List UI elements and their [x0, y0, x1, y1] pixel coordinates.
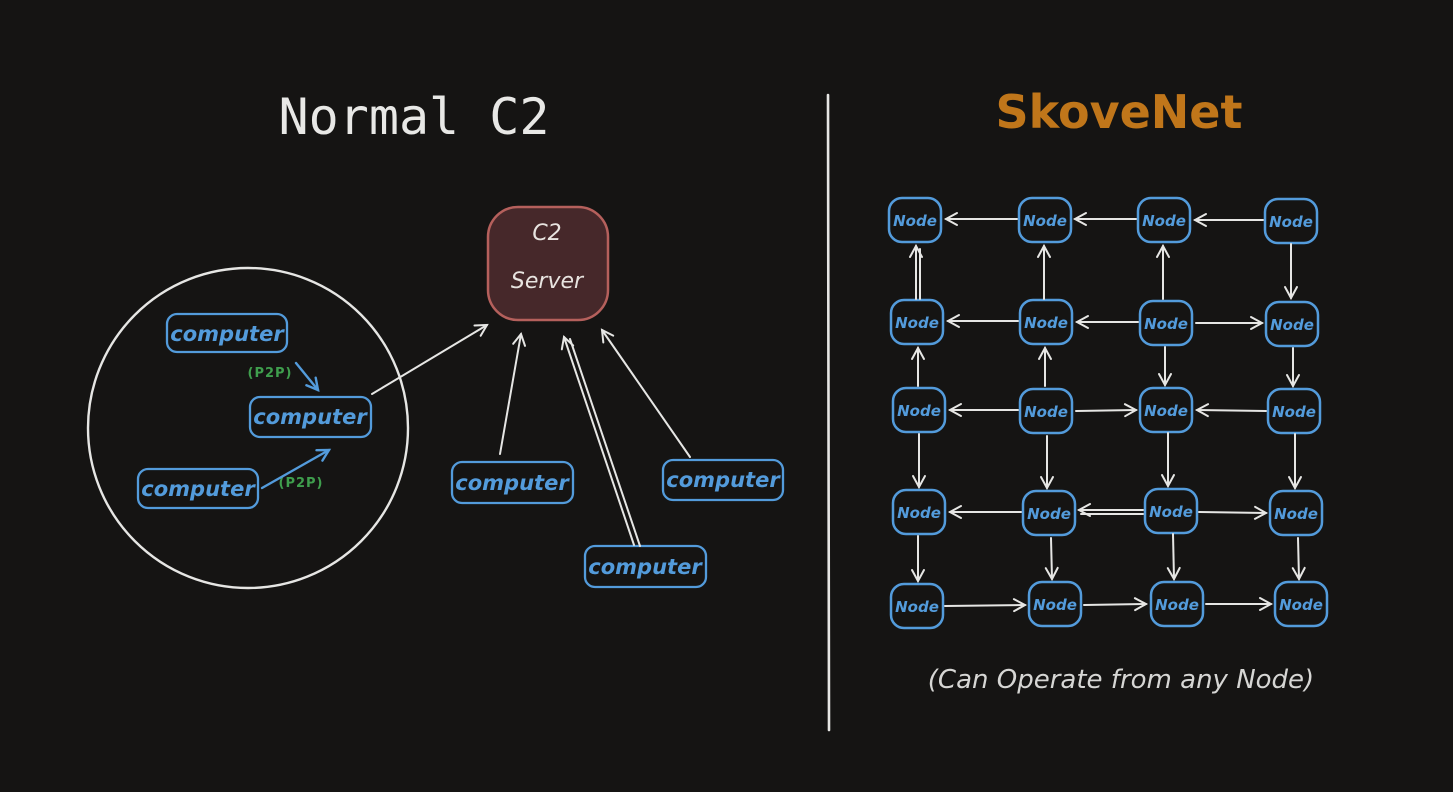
computer-box-circle-bottom: computer: [136, 467, 260, 510]
arrow-computer-bottom-to-c2: [560, 335, 635, 546]
node-box-r2c2: Node: [1018, 298, 1074, 346]
arrow-r3-c4-to-c3: [1194, 403, 1267, 418]
arrow-c4-r4-to-r5: [1291, 537, 1306, 582]
right-title: SkoveNet: [996, 85, 1243, 139]
computer-box-circle-top: computer: [165, 312, 289, 354]
arrow-r5-c1-to-c2: [944, 598, 1028, 613]
node-label: Node: [895, 314, 939, 332]
node-label: Node: [1027, 505, 1071, 523]
p2p-label-top: (P2P): [248, 366, 293, 381]
mesh-caption: (Can Operate from any Node): [928, 665, 1314, 695]
node-label: Node: [1272, 403, 1316, 421]
node-box-r3c1: Node: [891, 386, 947, 434]
node-label: Node: [1149, 503, 1193, 521]
node-label: Node: [1155, 596, 1199, 614]
node-label: Node: [1023, 212, 1067, 230]
node-box-r4c4: Node: [1268, 489, 1324, 537]
p2p-label-bottom: (P2P): [279, 476, 324, 491]
node-box-r2c4: Node: [1264, 300, 1320, 348]
node-box-r3c4: Node: [1266, 387, 1322, 435]
arrow-r3-c2-to-c3: [1075, 403, 1139, 418]
node-label: Node: [1274, 505, 1318, 523]
p2p-circle-outline: [86, 266, 410, 590]
node-box-r1c2: Node: [1017, 196, 1073, 244]
p2p-arrow-bottom: [260, 448, 332, 490]
node-box-r5c2: Node: [1027, 580, 1083, 628]
node-label: Node: [895, 598, 939, 616]
node-label: Node: [1033, 596, 1077, 614]
node-label: Node: [897, 504, 941, 522]
node-label: Node: [1144, 315, 1188, 333]
node-box-r5c1: Node: [889, 582, 945, 630]
node-label: Node: [1279, 596, 1323, 614]
node-box-r2c1: Node: [889, 298, 945, 346]
node-label: Node: [1144, 402, 1188, 420]
computer-box-circle-middle: computer: [248, 395, 373, 439]
c2-server-label-line2: Server: [511, 269, 585, 294]
node-box-r4c1: Node: [891, 488, 947, 536]
c2-server-box: C2 Server: [486, 205, 610, 322]
arrow-r5-c2-to-c3: [1083, 597, 1149, 612]
c2-server-label-line1: C2: [532, 221, 561, 246]
left-title: Normal C2: [279, 88, 550, 146]
computer-label: computer: [141, 477, 256, 501]
computer-box-direct-left: computer: [450, 460, 575, 505]
node-box-r5c4: Node: [1273, 580, 1329, 628]
node-label: Node: [1142, 212, 1186, 230]
computer-label: computer: [455, 471, 570, 495]
computer-label: computer: [253, 405, 368, 429]
computer-label: computer: [666, 468, 781, 492]
node-label: Node: [1269, 213, 1313, 231]
computer-box-direct-right: computer: [661, 458, 785, 502]
arrow-circle-to-c2: [371, 323, 489, 395]
arrow-computer-bottom-to-c2-double-stroke: [569, 338, 641, 547]
node-box-r1c3: Node: [1136, 196, 1192, 244]
arrow-computer-left-to-c2: [499, 331, 527, 455]
p2p-arrow-top: [294, 361, 320, 392]
arrow-c2-r4-to-r5: [1044, 537, 1059, 582]
node-box-r2c3: Node: [1138, 299, 1194, 347]
computer-label: computer: [588, 555, 703, 579]
arrow-computer-right-to-c2: [600, 328, 691, 458]
computer-label: computer: [170, 322, 285, 346]
center-divider: [826, 93, 831, 732]
node-label: Node: [1024, 403, 1068, 421]
node-label: Node: [893, 212, 937, 230]
node-label: Node: [1024, 314, 1068, 332]
node-label: Node: [897, 402, 941, 420]
node-box-r3c3: Node: [1138, 386, 1194, 434]
node-box-r1c1: Node: [887, 196, 943, 244]
node-box-r3c2: Node: [1018, 387, 1074, 435]
node-box-r1c4: Node: [1263, 197, 1319, 245]
node-label: Node: [1270, 316, 1314, 334]
node-box-r4c2: Node: [1021, 489, 1077, 537]
node-box-r5c3: Node: [1149, 580, 1205, 628]
arrow-r4-c3-to-c4: [1198, 505, 1269, 520]
node-box-r4c3: Node: [1143, 487, 1199, 535]
arrow-c3-r4-to-r5: [1166, 533, 1181, 582]
computer-box-direct-bottom: computer: [583, 544, 708, 589]
